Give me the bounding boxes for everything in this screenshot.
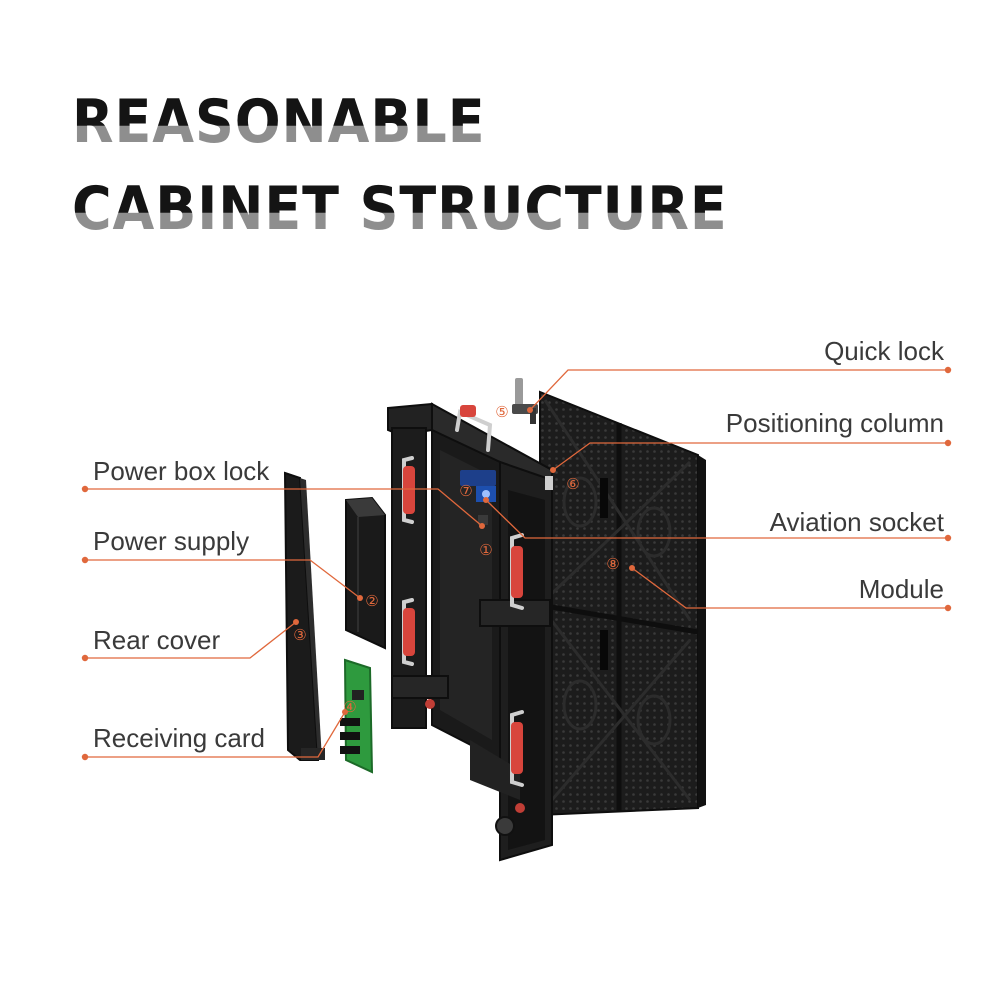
leader-power-supply (85, 559, 361, 599)
power-supply-part (345, 496, 386, 650)
callout-number-4: ④ (343, 698, 356, 716)
anchor-dot (629, 565, 635, 571)
leader-power-box-lock (85, 488, 483, 527)
callout-number-2: ② (365, 592, 378, 610)
leader-positioning-column (552, 442, 948, 471)
label-aviation-socket: Aviation socket (769, 507, 944, 537)
callout-number-8: ⑧ (606, 555, 619, 573)
label-power-supply: Power supply (93, 526, 250, 556)
leader-lines (85, 369, 948, 758)
endpoint-dot (81, 654, 89, 662)
label-positioning-column: Positioning column (725, 408, 944, 438)
callout-number-3: ③ (293, 626, 306, 644)
leader-endpoints (81, 366, 952, 761)
endpoint-dot (944, 366, 952, 374)
module-panel (539, 390, 706, 817)
title-line-2: CABINET STRUCTURE (72, 174, 728, 244)
anchor-dot (357, 595, 363, 601)
leader-receiving-card (85, 711, 346, 758)
callout-number-1: ① (479, 541, 492, 559)
anchor-dot (479, 523, 485, 529)
endpoint-dot (944, 439, 952, 447)
anchor-dot (293, 619, 299, 625)
handles (402, 405, 524, 787)
label-module: Module (858, 574, 944, 604)
label-power-box-lock: Power box lock (93, 456, 270, 486)
label-receiving-card: Receiving card (93, 723, 265, 753)
label-quick-lock: Quick lock (824, 336, 944, 366)
endpoint-dot (81, 556, 89, 564)
anchor-dot (550, 467, 556, 473)
endpoint-dot (944, 534, 952, 542)
label-rear-cover: Rear cover (93, 625, 221, 655)
callout-numbers: ① ② ③ ④ ⑤ ⑥ ⑦ ⑧ (293, 403, 619, 716)
callout-number-6: ⑥ (566, 475, 579, 493)
anchor-dot (483, 497, 489, 503)
endpoint-dot (81, 753, 89, 761)
endpoint-dot (944, 604, 952, 612)
leader-rear-cover (85, 621, 297, 659)
rear-cover-part (283, 471, 325, 761)
callout-number-5: ⑤ (495, 403, 508, 421)
receiving-card-part (340, 658, 374, 774)
leader-module (631, 567, 948, 609)
callout-number-7: ⑦ (459, 482, 472, 500)
anchor-dot (342, 709, 348, 715)
leader-aviation-socket (485, 499, 948, 539)
anchor-dot (527, 407, 533, 413)
title-line-1: REASONABLE (72, 87, 486, 157)
endpoint-dot (81, 485, 89, 493)
quick-lock-part (512, 378, 538, 424)
leader-quick-lock (529, 369, 948, 411)
